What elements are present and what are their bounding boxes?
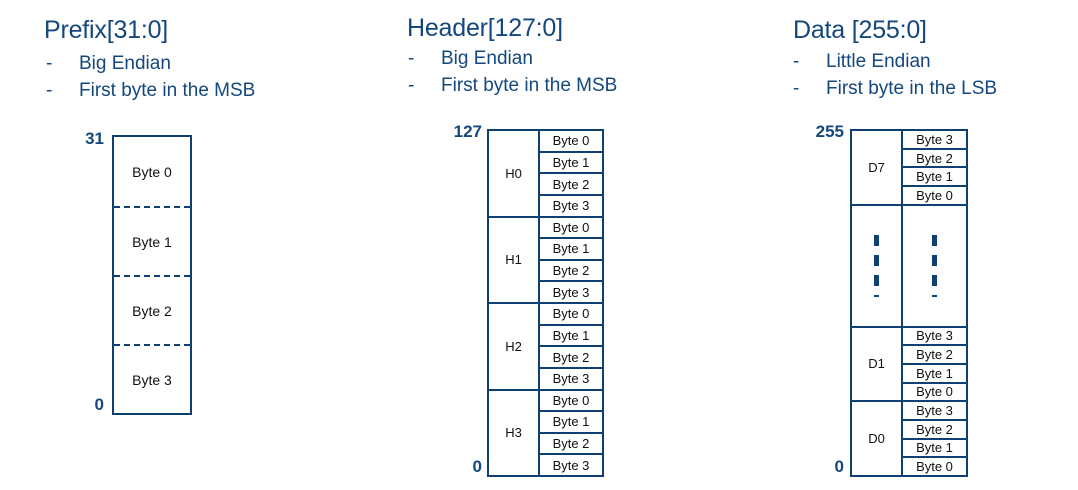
group-byte-list: Byte 0 Byte 1 Byte 2 Byte 3 xyxy=(540,218,602,303)
byte-cell: Byte 2 xyxy=(903,147,966,167)
bullet-dash-icon: - xyxy=(408,75,415,96)
byte-cell: Byte 1 xyxy=(903,437,966,457)
byte-cell: Byte 0 xyxy=(903,185,966,204)
byte-cell: Byte 3 xyxy=(916,131,953,147)
bit-label-lsb-prefix: 0 xyxy=(94,395,104,414)
byte-cell: Byte 2 xyxy=(903,344,966,363)
group-label: H0 xyxy=(489,131,540,216)
group-byte-list: Byte 0 Byte 1 Byte 2 Byte 3 xyxy=(540,304,602,389)
byte-group-d7: D7 Byte 3 Byte 2 Byte 1 Byte 0 xyxy=(852,131,966,204)
header-byte-table: H0 Byte 0 Byte 1 Byte 2 Byte 3 H1 Byte 0… xyxy=(487,129,604,477)
bullet-dash-icon: - xyxy=(46,80,53,101)
group-byte-list: Byte 3 Byte 2 Byte 1 Byte 0 xyxy=(903,402,966,475)
bit-label-msb-prefix: 31 xyxy=(85,129,104,148)
list-item: - Little Endian xyxy=(793,48,997,75)
list-item: - Big Endian xyxy=(408,45,617,72)
byte-segment: Byte 2 xyxy=(114,275,190,344)
group-byte-list: Byte 3 Byte 2 Byte 1 Byte 0 xyxy=(903,328,966,401)
bit-label-msb-header: 127 xyxy=(453,122,482,141)
group-label: D1 xyxy=(852,327,903,401)
vertical-ellipsis-icon xyxy=(932,234,937,297)
group-byte-list: Byte 0 Byte 1 Byte 2 Byte 3 xyxy=(540,131,602,216)
byte-segment: Byte 3 xyxy=(114,344,190,413)
bit-label-lsb-header: 0 xyxy=(472,457,482,476)
bit-label-lsb-data: 0 xyxy=(834,457,844,476)
list-item-label: First byte in the LSB xyxy=(826,78,998,99)
byte-group-continuation xyxy=(852,203,966,326)
bullet-dash-icon: - xyxy=(408,48,415,69)
group-byte-list: Byte 3 Byte 2 Byte 1 Byte 0 xyxy=(903,131,966,204)
page-title-data: Data [255:0] xyxy=(793,16,927,44)
group-label: H3 xyxy=(489,390,540,475)
byte-cell: Byte 0 xyxy=(552,306,590,322)
list-item: - Big Endian xyxy=(46,50,255,77)
byte-cell: Byte 2 xyxy=(540,172,602,194)
byte-cell: Byte 2 xyxy=(540,431,602,454)
byte-cell: Byte 1 xyxy=(540,150,602,173)
byte-cell: Byte 0 xyxy=(903,456,966,475)
header-bullet-list: - Big Endian - First byte in the MSB xyxy=(408,45,617,99)
byte-group-d1: D1 Byte 3 Byte 2 Byte 1 Byte 0 xyxy=(852,325,966,401)
group-byte-list: Byte 0 Byte 1 Byte 2 Byte 3 xyxy=(540,391,602,476)
bullet-dash-icon: - xyxy=(793,78,800,99)
byte-cell: Byte 3 xyxy=(540,193,602,216)
byte-group-h0: H0 Byte 0 Byte 1 Byte 2 Byte 3 xyxy=(489,131,602,216)
list-item-label: Big Endian xyxy=(441,48,533,69)
continuation-left-pane xyxy=(852,205,903,326)
byte-cell: Byte 2 xyxy=(540,345,602,367)
byte-group-h2: H2 Byte 0 Byte 1 Byte 2 Byte 3 xyxy=(489,302,602,389)
byte-segment: Byte 1 xyxy=(114,206,190,275)
list-item-label: Big Endian xyxy=(79,53,171,74)
group-label: H1 xyxy=(489,217,540,302)
byte-cell: Byte 1 xyxy=(540,410,602,432)
byte-group-d0: D0 Byte 3 Byte 2 Byte 1 Byte 0 xyxy=(852,400,966,475)
byte-cell: Byte 3 xyxy=(540,366,602,389)
byte-cell: Byte 0 xyxy=(903,381,966,401)
list-item-label: First byte in the MSB xyxy=(79,80,256,101)
list-item-label: First byte in the MSB xyxy=(441,75,618,96)
vertical-ellipsis-icon xyxy=(874,234,879,297)
group-label: D0 xyxy=(852,402,903,475)
byte-cell: Byte 3 xyxy=(540,280,602,302)
byte-cell: Byte 3 xyxy=(916,403,953,419)
byte-cell: Byte 2 xyxy=(540,258,602,281)
list-item: - First byte in the MSB xyxy=(46,77,255,104)
byte-cell: Byte 1 xyxy=(540,323,602,346)
byte-segment: Byte 0 xyxy=(132,163,172,180)
list-item: - First byte in the LSB xyxy=(793,75,997,102)
byte-cell: Byte 0 xyxy=(552,219,590,235)
byte-cell: Byte 0 xyxy=(552,133,590,149)
group-label: D7 xyxy=(852,131,903,204)
list-item: - First byte in the MSB xyxy=(408,72,617,99)
byte-cell: Byte 1 xyxy=(540,237,602,259)
byte-cell: Byte 2 xyxy=(903,418,966,438)
bit-label-msb-data: 255 xyxy=(815,122,844,141)
byte-group-h3: H3 Byte 0 Byte 1 Byte 2 Byte 3 xyxy=(489,388,602,476)
page-title-header: Header[127:0] xyxy=(407,14,563,42)
page-title-prefix: Prefix[31:0] xyxy=(44,16,169,44)
byte-cell: Byte 1 xyxy=(903,362,966,382)
byte-group-h1: H1 Byte 0 Byte 1 Byte 2 Byte 3 xyxy=(489,215,602,303)
byte-cell: Byte 1 xyxy=(903,166,966,185)
continuation-right-pane xyxy=(903,206,966,326)
group-label: H2 xyxy=(489,304,540,389)
byte-cell: Byte 3 xyxy=(916,328,953,344)
byte-cell: Byte 0 xyxy=(552,392,590,408)
data-bullet-list: - Little Endian - First byte in the LSB xyxy=(793,48,997,102)
bullet-dash-icon: - xyxy=(46,53,53,74)
data-byte-table: D7 Byte 3 Byte 2 Byte 1 Byte 0 D1 Byte 3… xyxy=(850,129,968,477)
prefix-byte-box: Byte 0 Byte 1 Byte 2 Byte 3 xyxy=(112,135,192,415)
bullet-dash-icon: - xyxy=(793,51,800,72)
list-item-label: Little Endian xyxy=(826,51,931,72)
byte-cell: Byte 3 xyxy=(540,453,602,475)
prefix-bullet-list: - Big Endian - First byte in the MSB xyxy=(46,50,255,104)
